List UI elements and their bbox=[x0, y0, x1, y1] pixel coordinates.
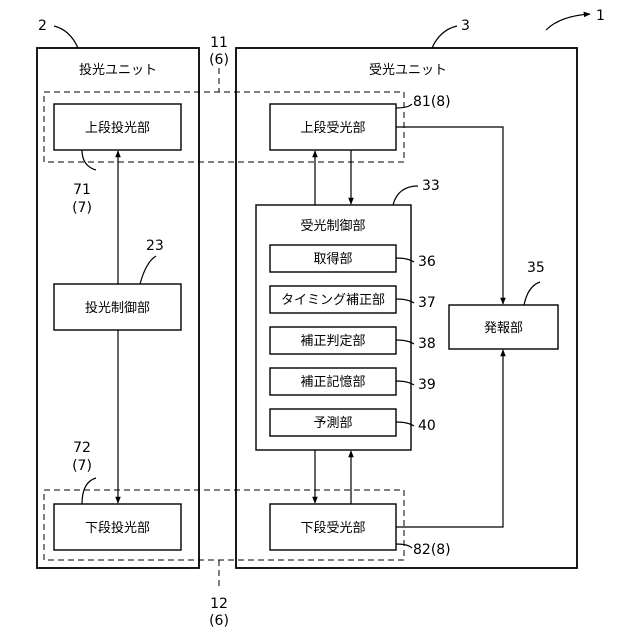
upper-receiver-label: 上段受光部 bbox=[300, 121, 365, 136]
ref-upper-receiver: 81(8) bbox=[413, 94, 451, 110]
ref-projector-control: 23 bbox=[146, 238, 164, 254]
ref-lower-projector: 72 bbox=[73, 440, 91, 456]
correction-judgment-label: 補正判定部 bbox=[300, 334, 365, 349]
ref-lower-axis: 12 bbox=[210, 596, 228, 612]
arrow-lower-receiver-to-alarm bbox=[396, 350, 503, 527]
leader-receiver-control bbox=[393, 186, 418, 205]
timing-correction-label: タイミング補正部 bbox=[281, 293, 385, 308]
leader-projector-unit bbox=[54, 26, 78, 48]
ref-lower-axis-group: (6) bbox=[209, 613, 229, 629]
ref-alarm: 35 bbox=[527, 260, 545, 276]
leader-alarm bbox=[524, 282, 540, 305]
ref-upper-projector: 71 bbox=[73, 182, 91, 198]
ref-correction-judgment: 38 bbox=[418, 336, 436, 352]
ref-correction-memory: 39 bbox=[418, 377, 436, 393]
ref-receiver-unit: 3 bbox=[461, 18, 470, 34]
ref-upper-axis-group: (6) bbox=[209, 52, 229, 68]
lower-receiver-label: 下段受光部 bbox=[300, 521, 365, 536]
upper-projector-label: 上段投光部 bbox=[85, 120, 150, 136]
lower-projector-label: 下段投光部 bbox=[85, 520, 150, 536]
ref-system: 1 bbox=[596, 8, 605, 24]
prediction-label: 予測部 bbox=[313, 416, 352, 431]
acquisition-label: 取得部 bbox=[313, 251, 352, 267]
leader-projector-control bbox=[140, 256, 156, 284]
ref-prediction: 40 bbox=[418, 418, 436, 434]
ref-upper-axis: 11 bbox=[210, 35, 228, 51]
projector-unit-label: 投光ユニット bbox=[79, 62, 157, 78]
ref-lower-receiver: 82(8) bbox=[413, 542, 451, 558]
ref-acquisition: 36 bbox=[418, 254, 436, 270]
leader-lower-projector bbox=[82, 478, 96, 504]
alarm-label: 発報部 bbox=[484, 321, 523, 336]
leader-receiver-unit bbox=[432, 26, 457, 48]
correction-memory-label: 補正記憶部 bbox=[300, 374, 365, 390]
projector-control-label: 投光制御部 bbox=[85, 300, 150, 316]
ref-upper-projector-group: (7) bbox=[72, 200, 92, 216]
ref-receiver-control: 33 bbox=[422, 178, 440, 194]
receiver-control-label: 受光制御部 bbox=[300, 219, 365, 234]
ref-timing-correction: 37 bbox=[418, 295, 436, 311]
leader-system bbox=[546, 14, 590, 30]
receiver-unit-label: 受光ユニット bbox=[369, 63, 447, 78]
ref-lower-projector-group: (7) bbox=[72, 458, 92, 474]
ref-projector-unit: 2 bbox=[38, 18, 47, 34]
arrow-upper-receiver-to-alarm bbox=[396, 127, 503, 304]
leader-upper-projector bbox=[82, 150, 96, 170]
